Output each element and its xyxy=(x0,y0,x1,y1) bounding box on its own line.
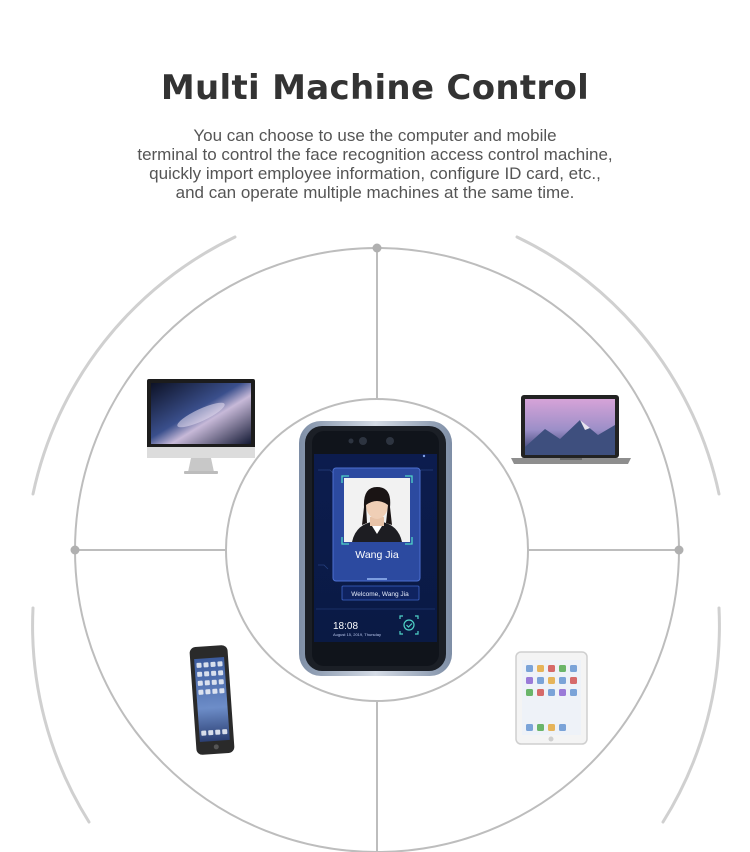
page-description: You can choose to use the computer and m… xyxy=(0,126,750,202)
camera-icon xyxy=(348,437,394,445)
macbook-icon xyxy=(511,395,631,464)
welcome-text: Welcome, Wang Jia xyxy=(351,591,409,598)
outer-arc-top-right xyxy=(515,235,721,496)
face-photo xyxy=(344,478,410,542)
verified-icon xyxy=(399,615,419,635)
outer-arc-top-left xyxy=(31,235,237,496)
outer-arc-bottom-right xyxy=(661,606,721,824)
imac-icon xyxy=(147,379,255,474)
description-line: You can choose to use the computer and m… xyxy=(193,126,557,145)
connector-lines xyxy=(75,248,679,852)
page-title: Multi Machine Control xyxy=(160,68,590,108)
person-name: Wang Jia xyxy=(355,549,399,561)
description-line: terminal to control the face recognition… xyxy=(137,145,613,164)
outer-ring xyxy=(31,235,721,824)
clock-time: 18:08 xyxy=(333,621,358,632)
connector-dots xyxy=(70,243,684,555)
welcome-banner xyxy=(341,585,420,601)
control-diagram: Wang Jia Welcome, Wang Jia 18:08 August … xyxy=(31,235,721,852)
ipad-icon xyxy=(515,651,588,745)
iphone-icon xyxy=(189,645,235,755)
description-line: quickly import employee information, con… xyxy=(149,164,601,183)
description-line: and can operate multiple machines at the… xyxy=(175,183,575,202)
face-recognition-terminal: Wang Jia Welcome, Wang Jia 18:08 August … xyxy=(299,421,452,676)
clock-date: August 15, 2019, Thursday xyxy=(333,632,381,637)
outer-arc-bottom-left xyxy=(31,606,91,824)
